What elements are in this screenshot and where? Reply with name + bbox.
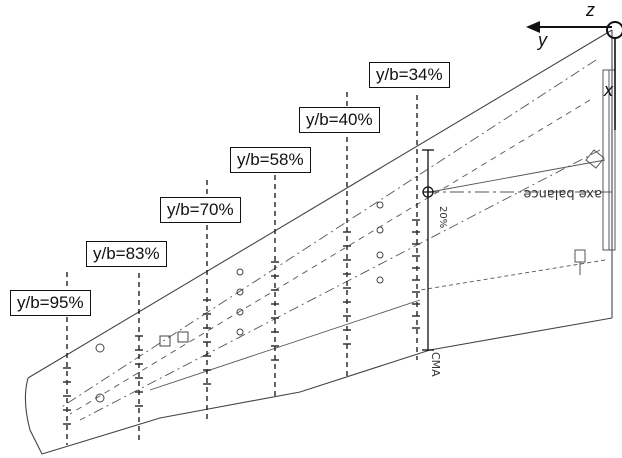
taps-40: [343, 231, 351, 345]
rear-spar: [79, 149, 601, 421]
station-label-70: y/b=70%: [160, 197, 241, 223]
hole: [236, 328, 244, 336]
hole: [376, 201, 384, 209]
hole: [95, 393, 105, 403]
station-label-83: y/b=83%: [86, 241, 167, 267]
y-axis-arrowhead: [526, 21, 540, 33]
station-lines: [66, 92, 418, 445]
flap-line: [419, 259, 606, 291]
station-label-40: y/b=40%: [299, 107, 380, 133]
hole: [376, 226, 384, 234]
taps-95: [63, 367, 71, 425]
fitting: [177, 331, 189, 343]
station-label-95: y/b=95%: [10, 290, 91, 316]
instrument-holes: [95, 201, 384, 403]
hole: [376, 276, 384, 284]
root-frame: [574, 69, 616, 275]
front-spar: [59, 59, 597, 409]
chord-note: CMA: [429, 352, 442, 377]
mid-line: [69, 99, 591, 415]
root-fitting-2: [574, 249, 586, 263]
inner-rib-line: [429, 159, 606, 193]
cma-reference: [422, 149, 434, 351]
taps-58: [271, 261, 279, 361]
pressure-taps: [63, 219, 420, 425]
wing-tip: [24, 377, 43, 455]
taps-70: [203, 299, 211, 385]
aileron-line: [149, 299, 421, 391]
spar-lines: [59, 59, 612, 421]
z-axis-origin: [606, 21, 622, 39]
x-axis-label: x: [604, 80, 613, 100]
hole: [236, 268, 244, 276]
axis-note: axe balance: [523, 186, 602, 201]
y-axis-label: y: [538, 30, 547, 50]
fitting: [159, 335, 171, 347]
taps-34: [412, 219, 420, 329]
z-axis-label: z: [586, 0, 595, 20]
leading-edge: [27, 29, 613, 379]
root-fitting: [585, 149, 605, 169]
cma-point-cross: [423, 187, 433, 197]
angle-note: 20%: [437, 206, 448, 228]
trailing-edge: [41, 317, 613, 455]
hole: [95, 343, 105, 353]
hole: [376, 251, 384, 259]
station-label-58: y/b=58%: [230, 147, 311, 173]
hole: [236, 288, 244, 296]
hole: [236, 308, 244, 316]
wing-outline: [24, 29, 613, 455]
taps-83: [135, 335, 143, 407]
coordinate-axes: [526, 21, 622, 130]
station-label-34: y/b=34%: [369, 62, 450, 88]
